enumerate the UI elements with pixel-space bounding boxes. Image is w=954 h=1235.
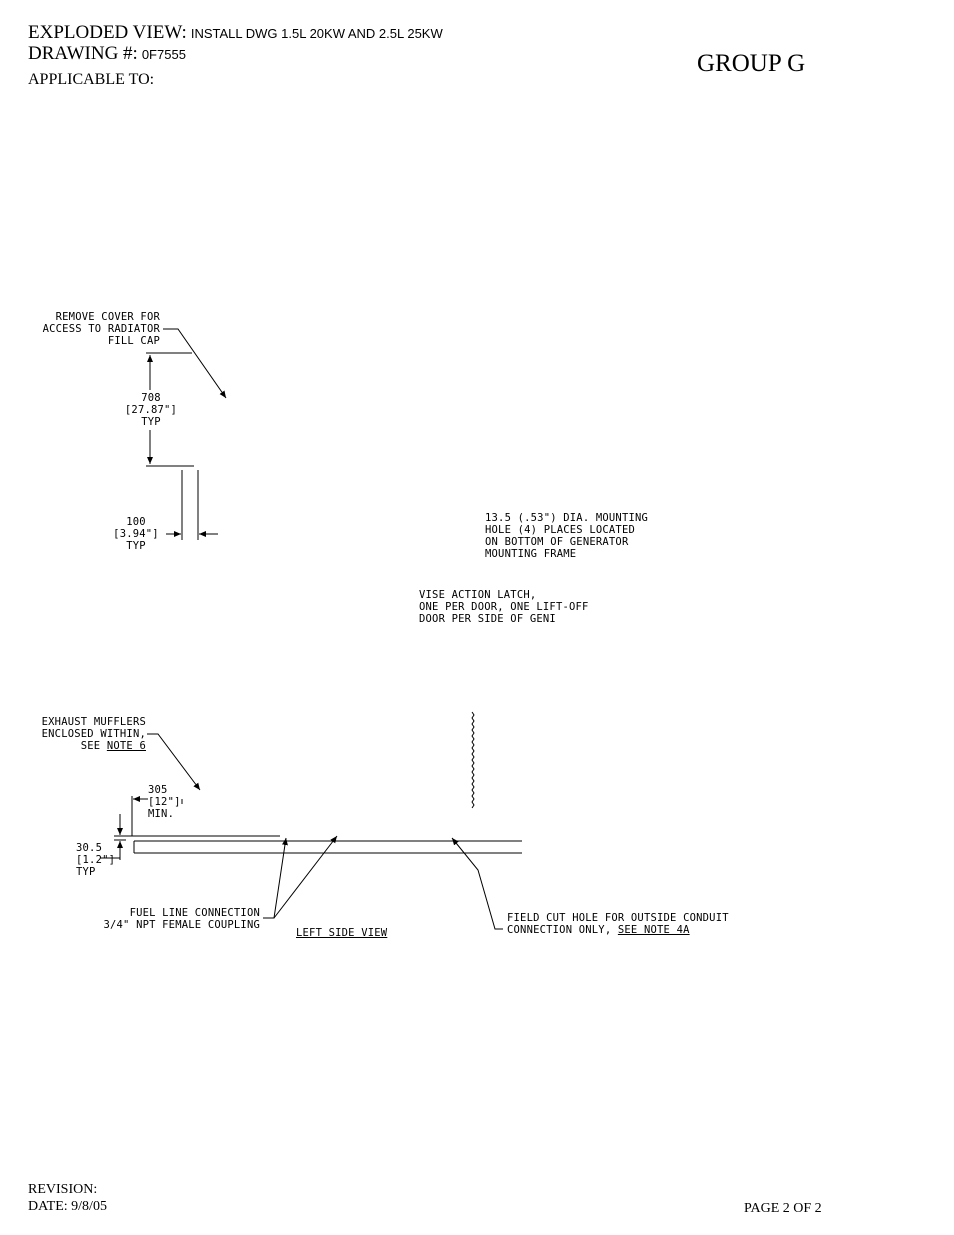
dim-30-5-metric: 30.5: [76, 842, 103, 854]
note-exhaust-line-1: EXHAUST MUFFLERS: [41, 716, 146, 728]
note-latch: VISE ACTION LATCH, ONE PER DOOR, ONE LIF…: [419, 589, 589, 625]
dim-100-inch: [3.94"]: [113, 528, 159, 540]
header-drawing-number: DRAWING #: 0F7555: [28, 43, 186, 65]
dim-708-inch: [27.87"]: [124, 404, 178, 416]
note-fuel: FUEL LINE CONNECTION 3/4" NPT FEMALE COU…: [60, 907, 260, 931]
note-fuel-line-1: FUEL LINE CONNECTION: [129, 907, 260, 919]
header-applicable: APPLICABLE TO:: [28, 71, 155, 88]
footer-date: DATE: 9/8/05: [28, 1199, 107, 1214]
dim-30-5-typ: TYP: [76, 866, 96, 878]
dim-305-min: MIN.: [148, 808, 175, 820]
note-radiator-line-2: ACCESS TO RADIATOR: [42, 323, 160, 335]
dim-100-label: 100 [3.94"] TYP: [108, 516, 164, 552]
note-exhaust-line-3: SEE NOTE 6: [20, 740, 146, 752]
note-conduit: FIELD CUT HOLE FOR OUTSIDE CONDUIT CONNE…: [507, 912, 729, 936]
dim-305-inch: [12"]: [148, 796, 181, 808]
note-mounting-line-4: MOUNTING FRAME: [485, 548, 577, 560]
radiator-leader: [163, 328, 227, 399]
dim-708-typ: TYP: [141, 416, 161, 428]
note-radiator-line-3: FILL CAP: [107, 335, 160, 347]
dim-30-5-label: 30.5 [1.2"] TYP: [76, 842, 115, 878]
conduit-leader: [451, 837, 503, 930]
footer-page: PAGE 2 OF 2: [744, 1201, 822, 1216]
note-latch-line-1: VISE ACTION LATCH,: [419, 589, 537, 601]
note-exhaust: EXHAUST MUFFLERS ENCLOSED WITHIN, SEE NO…: [20, 716, 146, 752]
drawing-label: DRAWING #:: [28, 43, 138, 64]
dim-100-metric: 100: [126, 516, 146, 528]
note-exhaust-see: SEE: [80, 740, 107, 752]
note-conduit-text: CONNECTION ONLY,: [507, 924, 618, 936]
note-latch-line-2: ONE PER DOOR, ONE LIFT-OFF: [419, 601, 589, 613]
fuel-leader-2: [273, 835, 338, 919]
note-exhaust-link: NOTE 6: [106, 740, 146, 752]
note-mounting-line-2: HOLE (4) PLACES LOCATED: [485, 524, 635, 536]
note-radiator-line-1: REMOVE COVER FOR: [55, 311, 160, 323]
note-mounting-line-3: ON BOTTOM OF GENERATOR: [485, 536, 629, 548]
dim-30-5-inch: [1.2"]: [76, 854, 116, 866]
fuel-leader: [263, 837, 288, 919]
dim-305-metric: 305: [148, 784, 168, 796]
drawing-value: 0F7555: [141, 47, 186, 62]
dim-305-label: 305 [12"] MIN.: [148, 784, 181, 820]
title-value: INSTALL DWG 1.5L 20KW AND 2.5L 25KW: [190, 26, 443, 41]
note-fuel-line-2: 3/4" NPT FEMALE COUPLING: [103, 919, 260, 931]
note-conduit-line-1: FIELD CUT HOLE FOR OUTSIDE CONDUIT: [507, 912, 729, 924]
note-mounting-hole: 13.5 (.53") DIA. MOUNTING HOLE (4) PLACE…: [485, 512, 648, 560]
view-title: LEFT SIDE VIEW: [296, 927, 388, 939]
exhaust-leader: [147, 733, 201, 791]
note-mounting-line-1: 13.5 (.53") DIA. MOUNTING: [485, 512, 649, 524]
latch-zigzag: [471, 711, 475, 809]
footer-revision: REVISION:: [28, 1182, 98, 1197]
note-conduit-link: SEE NOTE 4A: [617, 924, 690, 936]
note-latch-line-3: DOOR PER SIDE OF GENI: [419, 613, 556, 625]
group-label: GROUP G: [697, 50, 806, 77]
note-exhaust-line-2: ENCLOSED WITHIN,: [41, 728, 146, 740]
dim-100-typ: TYP: [126, 540, 146, 552]
title-label: EXPLODED VIEW:: [28, 22, 187, 43]
dim-708-label: 708 [27.87"] TYP: [112, 392, 190, 428]
note-radiator: REMOVE COVER FOR ACCESS TO RADIATOR FILL…: [28, 311, 160, 347]
dim-708-metric: 708: [141, 392, 161, 404]
header-title: EXPLODED VIEW: INSTALL DWG 1.5L 20KW AND…: [28, 22, 443, 44]
note-conduit-line-2: CONNECTION ONLY, SEE NOTE 4A: [507, 924, 729, 936]
